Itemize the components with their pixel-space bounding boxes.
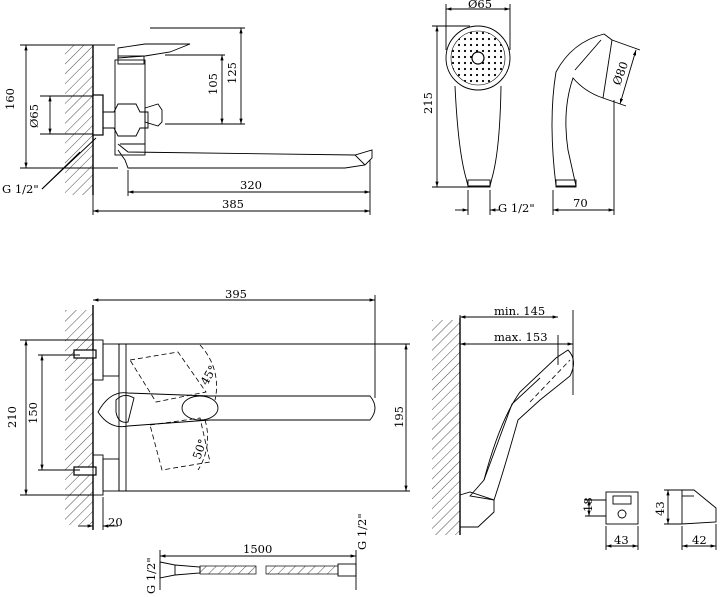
dim-42: 42 — [692, 533, 707, 547]
shower-side-body — [551, 33, 613, 187]
shower-holder-view: min. 145 max. 153 — [432, 304, 574, 535]
hose-end-right — [337, 563, 357, 577]
dim-d80-line — [619, 49, 637, 105]
faucet-top-view: 45° 50° 395 210 150 195 20 — [5, 287, 410, 530]
thread-label: G 1/2" — [2, 182, 39, 196]
dim-d65: Ø65 — [27, 104, 41, 128]
nut-top — [102, 343, 120, 377]
bracket-front-view: 18 43 — [581, 491, 639, 550]
shower-on-holder — [469, 349, 574, 501]
shower-center — [471, 51, 485, 65]
dim-195: 195 — [392, 406, 406, 428]
shower-thread-label: G 1/2" — [498, 201, 535, 215]
mixer-body-column — [118, 343, 127, 492]
dim-105: 105 — [206, 73, 220, 95]
leader-line — [41, 151, 81, 190]
spout-top — [97, 392, 376, 428]
dim-150: 150 — [26, 402, 40, 424]
dim-shower-d65: Ø65 — [468, 0, 492, 11]
dim-43-height: 43 — [653, 501, 667, 516]
bracket-hole — [617, 509, 627, 519]
hose-end-left — [159, 561, 176, 579]
hand-shower-front-view: Ø65 215 G 1/2" — [421, 0, 535, 215]
nut-bottom — [102, 458, 120, 492]
dim-43-width: 43 — [614, 533, 629, 547]
bracket-front — [605, 491, 639, 525]
handle-hub — [181, 395, 219, 421]
hose-segment-right — [265, 565, 339, 575]
dim-20: 20 — [108, 515, 123, 529]
cartridge-cap — [117, 55, 145, 65]
dim-18: 18 — [581, 497, 595, 512]
shower-side-thread — [555, 179, 577, 188]
flange — [92, 94, 104, 136]
hose-view: 1500 G 1/2" G 1/2" — [144, 513, 369, 594]
dim-160: 160 — [3, 88, 17, 110]
dim-70: 70 — [573, 196, 588, 210]
bracket-side-view: 43 42 — [653, 489, 717, 550]
dim-210: 210 — [5, 406, 19, 428]
swing-position-a — [129, 351, 207, 403]
hose-thread-right: G 1/2" — [355, 513, 369, 550]
diverter-knob — [144, 103, 163, 127]
swing-arc-b — [197, 419, 208, 471]
shower-handle — [454, 85, 502, 187]
angle-50: 50° — [190, 437, 210, 461]
dim-215: 215 — [421, 92, 435, 114]
mixer-body — [114, 59, 146, 156]
wall-hatch — [432, 320, 460, 535]
hose-segment-left — [199, 565, 257, 575]
holder-bracket — [459, 491, 495, 528]
dim-1500: 1500 — [243, 542, 272, 556]
wall-hatch — [65, 310, 93, 525]
hose-thread-left: G 1/2" — [144, 557, 158, 594]
flange-top — [92, 339, 104, 381]
shower-side-face — [574, 39, 602, 71]
dim-min145: min. 145 — [494, 304, 545, 318]
ext-line — [602, 97, 627, 107]
dim-385: 385 — [222, 197, 244, 211]
shower-on-holder-edge — [483, 377, 541, 481]
inlet-top — [73, 349, 97, 359]
dim-125: 125 — [225, 62, 239, 84]
dim-395: 395 — [225, 287, 247, 301]
mixer-body-ring — [102, 103, 149, 137]
shower-face-hint — [529, 359, 571, 403]
inlet-bottom — [73, 466, 97, 476]
wall-hatch — [65, 45, 93, 195]
bracket-slot — [612, 495, 632, 505]
swing-position-b — [149, 417, 211, 471]
hand-shower-side-view: Ø80 70 — [551, 33, 641, 215]
dim-320: 320 — [240, 178, 262, 192]
faucet-front-view: 160 Ø65 105 125 320 385 G 1/2" — [2, 27, 373, 215]
dim-d80: Ø80 — [610, 60, 631, 87]
bracket-side — [681, 489, 717, 525]
hose-cone-left — [174, 564, 201, 576]
handle-lever — [115, 395, 135, 423]
spout — [117, 143, 373, 169]
shower-thread — [467, 179, 491, 188]
shower-head-outer — [445, 25, 511, 91]
ext-line — [611, 39, 641, 51]
spout-tip — [354, 154, 366, 166]
dim-max153: max. 153 — [494, 330, 548, 344]
